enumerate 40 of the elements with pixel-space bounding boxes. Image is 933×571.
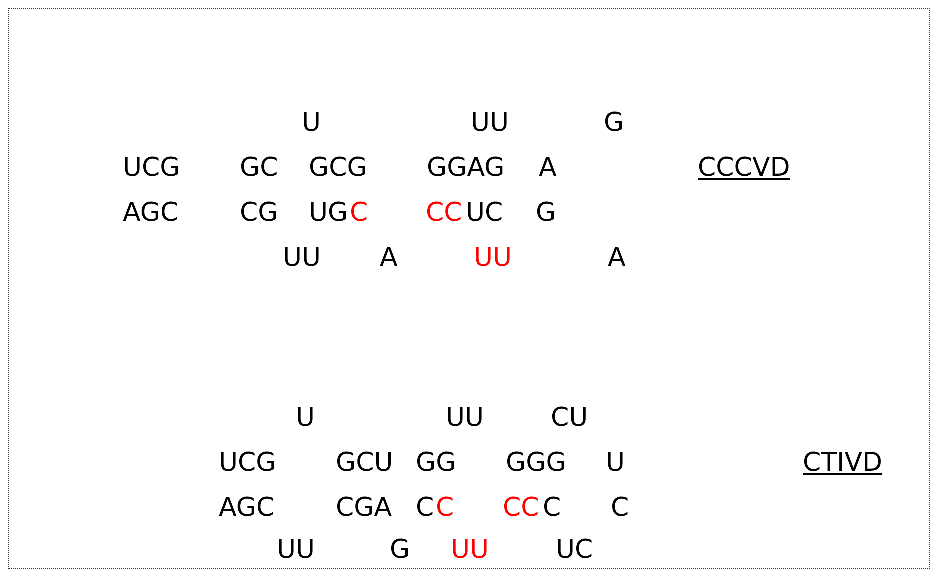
highlighted-sequence-text: C bbox=[350, 198, 368, 228]
sequence-text: G bbox=[604, 108, 624, 138]
sequence-text: UU bbox=[471, 108, 510, 138]
sequence-text: UU bbox=[277, 535, 316, 565]
viroid-name: CTIVD bbox=[803, 448, 883, 478]
highlighted-sequence-text: CC bbox=[503, 493, 540, 523]
sequence-text: GGG bbox=[506, 448, 566, 478]
sequence-text: C bbox=[416, 493, 434, 523]
sequence-text: A bbox=[608, 243, 626, 273]
sequence-text: G bbox=[536, 198, 556, 228]
sequence-text: UCG bbox=[219, 448, 276, 478]
sequence-text: GGAG bbox=[427, 153, 505, 183]
sequence-text: GC bbox=[240, 153, 278, 183]
sequence-text: GG bbox=[416, 448, 456, 478]
sequence-text: U bbox=[302, 108, 322, 138]
sequence-text: GCU bbox=[336, 448, 394, 478]
sequence-text: AGC bbox=[123, 198, 179, 228]
sequence-text: UU bbox=[446, 403, 484, 433]
sequence-text: G bbox=[390, 535, 410, 565]
sequence-text: UCG bbox=[123, 153, 180, 183]
sequence-text: C bbox=[611, 493, 630, 523]
highlighted-sequence-text: UU bbox=[451, 535, 490, 565]
highlighted-sequence-text: UU bbox=[474, 243, 512, 273]
viroid-name: CCCVD bbox=[698, 153, 790, 183]
sequence-text: UG bbox=[309, 198, 348, 228]
sequence-text: A bbox=[539, 153, 557, 183]
sequence-text: A bbox=[380, 243, 398, 273]
sequence-text: CGA bbox=[336, 493, 392, 523]
sequence-text: U bbox=[606, 448, 626, 478]
sequence-text: UC bbox=[466, 198, 504, 228]
sequence-text: UU bbox=[283, 243, 322, 273]
highlighted-sequence-text: CC bbox=[426, 198, 462, 228]
sequence-text: U bbox=[296, 403, 316, 433]
sequence-text: AGC bbox=[219, 493, 275, 523]
highlighted-sequence-text: C bbox=[436, 493, 454, 523]
sequence-text: CG bbox=[240, 198, 278, 228]
sequence-text: CU bbox=[551, 403, 588, 433]
sequence-text: GCG bbox=[309, 153, 368, 183]
sequence-text: UC bbox=[556, 535, 594, 565]
sequence-text: C bbox=[543, 493, 562, 523]
